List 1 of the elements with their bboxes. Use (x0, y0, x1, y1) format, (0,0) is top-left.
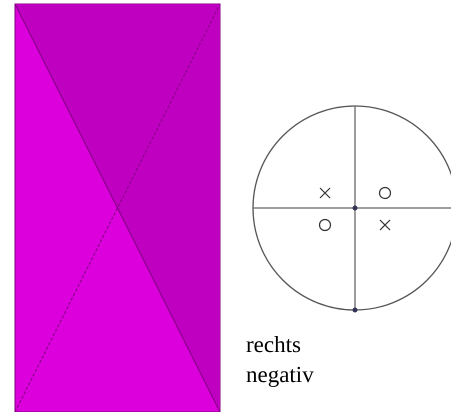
note-text: rechts negativ (246, 331, 315, 389)
